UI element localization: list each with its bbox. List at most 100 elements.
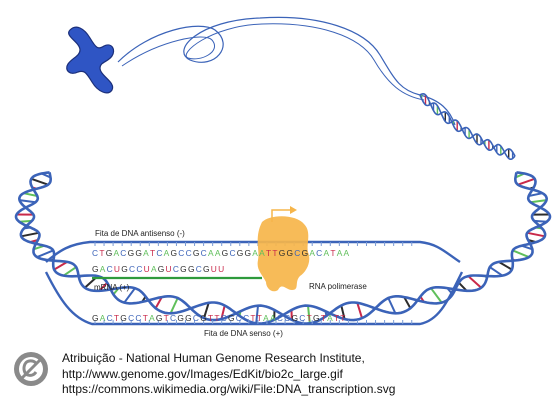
mrna-base: C: [106, 264, 114, 274]
sense-base: C: [170, 313, 178, 323]
sense-base: T: [250, 313, 257, 323]
chromosome-icon: [66, 26, 115, 94]
antisense-strand-label: Fita de DNA antisenso (-): [95, 229, 185, 238]
helix-base-pair: [340, 305, 346, 320]
helix-base-pair: [387, 297, 397, 314]
attribution-line-2[interactable]: http://www.genome.gov/Images/EdKit/bio2c…: [62, 366, 343, 381]
helix-base-pair: [203, 302, 210, 319]
sense-base: T: [320, 313, 328, 323]
antisense-base: A: [207, 248, 215, 258]
antisense-base: G: [286, 248, 295, 258]
antisense-base: C: [156, 248, 164, 258]
sense-base: T: [333, 313, 341, 323]
sense-base: T: [256, 313, 264, 323]
antisense-base: A: [336, 248, 344, 258]
antisense-sequence: CTGACGGATCAGCCGCAAGCGGAATTGGCGACATAA: [92, 248, 350, 258]
antisense-base: C: [200, 248, 208, 258]
mrna-base: U: [165, 264, 173, 274]
helix-base-pair: [527, 231, 545, 238]
sense-base: G: [185, 313, 193, 323]
helix-base-pair: [23, 192, 38, 197]
mrna-base: G: [203, 264, 211, 274]
mrna-base: U: [210, 264, 219, 274]
helix-base-pair: [19, 199, 36, 204]
helix-base-pair: [30, 177, 49, 186]
sense-base: A: [99, 313, 107, 323]
antisense-base: G: [221, 248, 230, 258]
antisense-base: A: [343, 248, 351, 258]
antisense-base: A: [309, 248, 317, 258]
mrna-base: U: [113, 264, 122, 274]
helix-base-pair: [36, 249, 54, 259]
antisense-base: T: [330, 248, 337, 258]
sense-base: A: [327, 313, 334, 323]
sense-base: C: [299, 313, 307, 323]
helix-base-pair: [430, 287, 443, 304]
antisense-base: C: [92, 248, 100, 258]
sense-sequence: GACTGCCTAGTCGGCGTTCGCCTTAACCGCTGTATT: [92, 313, 347, 323]
sense-strand-label: Fita de DNA senso (+): [204, 329, 283, 338]
sense-base: C: [192, 313, 201, 323]
sense-base: G: [120, 313, 129, 323]
helix-base-pair: [19, 219, 32, 223]
antisense-base: C: [316, 248, 324, 258]
antisense-base: A: [163, 248, 171, 258]
antisense-base: G: [301, 248, 310, 258]
mrna-base: C: [129, 264, 137, 274]
mrna-base: G: [157, 264, 166, 274]
antisense-base: G: [278, 248, 287, 258]
sense-base: G: [228, 313, 236, 323]
bubble-top-strand: [45, 240, 461, 263]
mrna-base: C: [195, 264, 204, 274]
sense-base: A: [149, 313, 156, 323]
sense-base: T: [207, 313, 215, 323]
sense-base: A: [270, 313, 277, 323]
mrna-base: U: [143, 264, 151, 274]
antisense-base: C: [229, 248, 237, 258]
mrna-base: G: [180, 264, 188, 274]
small-helix-strand-a: [419, 94, 516, 160]
helix-base-pair: [517, 177, 536, 186]
sense-base: G: [291, 313, 300, 323]
sense-base: A: [263, 313, 271, 323]
helix-base-pair: [220, 305, 226, 320]
rna-polymerase: [257, 206, 310, 292]
bubble-base-ticks: [94, 242, 413, 324]
antisense-base: A: [143, 248, 150, 258]
antisense-base: G: [135, 248, 144, 258]
helix-base-pair: [21, 231, 39, 238]
helix-base-pair: [307, 305, 311, 324]
sense-base: G: [200, 313, 208, 323]
sense-base: G: [177, 313, 186, 323]
small-helix-strand-b: [419, 92, 516, 157]
sense-base: T: [113, 313, 121, 323]
small-helix: [419, 92, 516, 160]
sense-base: C: [243, 313, 251, 323]
mrna-base: C: [172, 264, 181, 274]
antisense-base: T: [265, 248, 273, 258]
antisense-base: G: [236, 248, 245, 258]
mrna-base: G: [187, 264, 196, 274]
antisense-base: A: [323, 248, 331, 258]
helix-base-pair: [123, 287, 136, 304]
helix-base-pair: [63, 266, 77, 277]
mrna-base: U: [218, 264, 226, 274]
rna-polymerase-label: RNA polimerase: [309, 282, 367, 291]
attribution-line-3[interactable]: https://commons.wikimedia.org/wiki/File:…: [62, 382, 396, 396]
antisense-base: C: [294, 248, 302, 258]
antisense-base: A: [113, 248, 121, 258]
sense-base: G: [155, 313, 164, 323]
mrna-label: mRNA (+): [94, 283, 130, 292]
antisense-base: G: [192, 248, 201, 258]
dna-thread: [117, 16, 456, 126]
bubble-bottom-strand: [44, 271, 464, 326]
helix-base-pair: [530, 199, 547, 204]
antisense-base: A: [259, 248, 266, 258]
sense-base: G: [92, 313, 100, 323]
sense-base: C: [235, 313, 244, 323]
helix-base-pair: [467, 275, 482, 289]
sense-base: T: [214, 313, 221, 323]
dna-thread-2: [121, 23, 425, 101]
sense-base: G: [312, 313, 321, 323]
